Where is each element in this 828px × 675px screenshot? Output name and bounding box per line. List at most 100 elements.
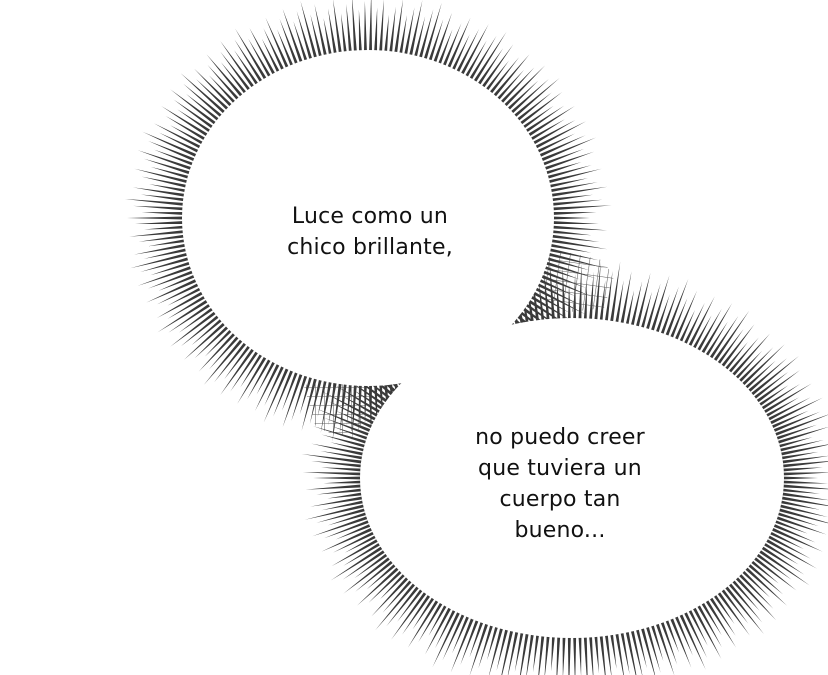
burst-ray bbox=[598, 630, 606, 675]
burst-ray bbox=[702, 595, 737, 648]
burst-ray bbox=[677, 309, 696, 347]
burst-ray bbox=[706, 592, 736, 636]
burst-ray bbox=[698, 302, 733, 359]
burst-ray bbox=[493, 69, 525, 104]
burst-ray bbox=[777, 461, 828, 469]
burst-ray bbox=[738, 344, 785, 390]
burst-ray bbox=[207, 64, 243, 104]
burst-ray bbox=[567, 631, 571, 675]
burst-ray bbox=[249, 27, 278, 80]
burst-ray bbox=[379, 569, 410, 600]
burst-ray bbox=[544, 630, 551, 675]
burst-ray bbox=[776, 495, 828, 506]
burst-ray bbox=[525, 119, 565, 144]
burst-ray bbox=[407, 595, 442, 648]
burst-ray bbox=[764, 397, 823, 427]
burst-ray bbox=[538, 280, 546, 326]
burst-ray bbox=[486, 57, 520, 98]
burst-ray bbox=[546, 194, 593, 202]
burst-ray bbox=[546, 238, 608, 250]
burst-ray bbox=[129, 229, 189, 237]
burst-ray bbox=[153, 123, 206, 152]
burst-ray bbox=[279, 19, 300, 70]
burst-ray bbox=[346, 3, 353, 57]
burst-ray bbox=[343, 553, 395, 594]
burst-ray bbox=[445, 17, 471, 73]
burst-ray bbox=[663, 278, 689, 342]
burst-ray bbox=[512, 92, 552, 125]
burst-ray bbox=[321, 499, 369, 511]
burst-ray bbox=[775, 499, 821, 510]
burst-ray bbox=[515, 91, 563, 128]
burst-ray bbox=[398, 14, 407, 59]
burst-ray bbox=[391, 587, 430, 640]
burst-ray bbox=[644, 621, 661, 673]
burst-ray bbox=[690, 602, 722, 660]
bubble-top-line: Luce como un bbox=[291, 204, 449, 229]
burst-ray bbox=[327, 510, 372, 526]
burst-ray bbox=[133, 242, 191, 255]
burst-ray bbox=[534, 135, 586, 160]
burst-ray bbox=[203, 335, 247, 386]
burst-ray bbox=[774, 503, 828, 518]
burst-ray bbox=[609, 261, 621, 328]
burst-ray bbox=[731, 350, 763, 384]
burst-ray bbox=[677, 609, 706, 670]
burst-ray bbox=[537, 148, 584, 168]
burst-ray bbox=[403, 7, 415, 60]
burst-ray bbox=[536, 137, 597, 164]
burst-ray bbox=[314, 4, 329, 61]
burst-ray bbox=[545, 182, 598, 194]
burst-ray bbox=[436, 29, 453, 70]
burst-ray bbox=[412, 592, 438, 630]
burst-ray bbox=[150, 166, 194, 181]
burst-ray bbox=[545, 242, 592, 253]
burst-ray bbox=[749, 371, 789, 403]
burst-ray bbox=[198, 328, 240, 372]
burst-ray bbox=[324, 518, 375, 539]
burst-ray bbox=[763, 397, 811, 424]
burst-ray bbox=[543, 168, 602, 185]
burst-ray bbox=[263, 363, 291, 423]
burst-ray bbox=[352, 0, 358, 57]
burst-ray bbox=[528, 119, 576, 148]
burst-ray bbox=[533, 629, 540, 673]
burst-ray bbox=[214, 338, 250, 383]
bubble-top-line: chico brillante, bbox=[287, 235, 453, 260]
burst-ray bbox=[137, 264, 197, 286]
burst-ray bbox=[209, 75, 240, 108]
burst-ray bbox=[158, 272, 200, 291]
burst-ray bbox=[426, 19, 444, 66]
burst-ray bbox=[777, 467, 823, 472]
bubble-bottom-line: bueno... bbox=[514, 518, 606, 543]
burst-ray bbox=[220, 62, 250, 98]
burst-ray bbox=[540, 162, 582, 176]
burst-ray bbox=[728, 333, 771, 381]
burst-ray bbox=[460, 614, 481, 665]
burst-ray bbox=[761, 397, 799, 420]
burst-ray bbox=[763, 532, 811, 559]
burst-ray bbox=[177, 109, 215, 136]
burst-ray bbox=[234, 49, 262, 90]
burst-ray bbox=[302, 472, 367, 476]
bubble-top-interior bbox=[182, 50, 554, 386]
burst-ray bbox=[694, 600, 722, 648]
burst-ray bbox=[340, 13, 348, 58]
burst-ray bbox=[685, 296, 715, 352]
burst-ray bbox=[773, 506, 828, 524]
burst-ray bbox=[714, 328, 744, 369]
burst-ray bbox=[538, 630, 546, 675]
burst-ray bbox=[140, 194, 190, 202]
burst-ray bbox=[777, 487, 820, 494]
burst-ray bbox=[141, 211, 189, 216]
burst-ray bbox=[168, 300, 215, 333]
burst-ray bbox=[619, 271, 632, 329]
bubble-bottom-text: no puedo creer que tuviera un cuerpo tan… bbox=[440, 422, 680, 546]
burst-ray bbox=[378, 0, 384, 57]
burst-ray bbox=[386, 581, 423, 627]
burst-ray bbox=[393, 0, 403, 59]
bubble-bottom-line: no puedo creer bbox=[475, 425, 645, 450]
burst-ray bbox=[761, 536, 818, 569]
burst-ray bbox=[418, 597, 446, 642]
